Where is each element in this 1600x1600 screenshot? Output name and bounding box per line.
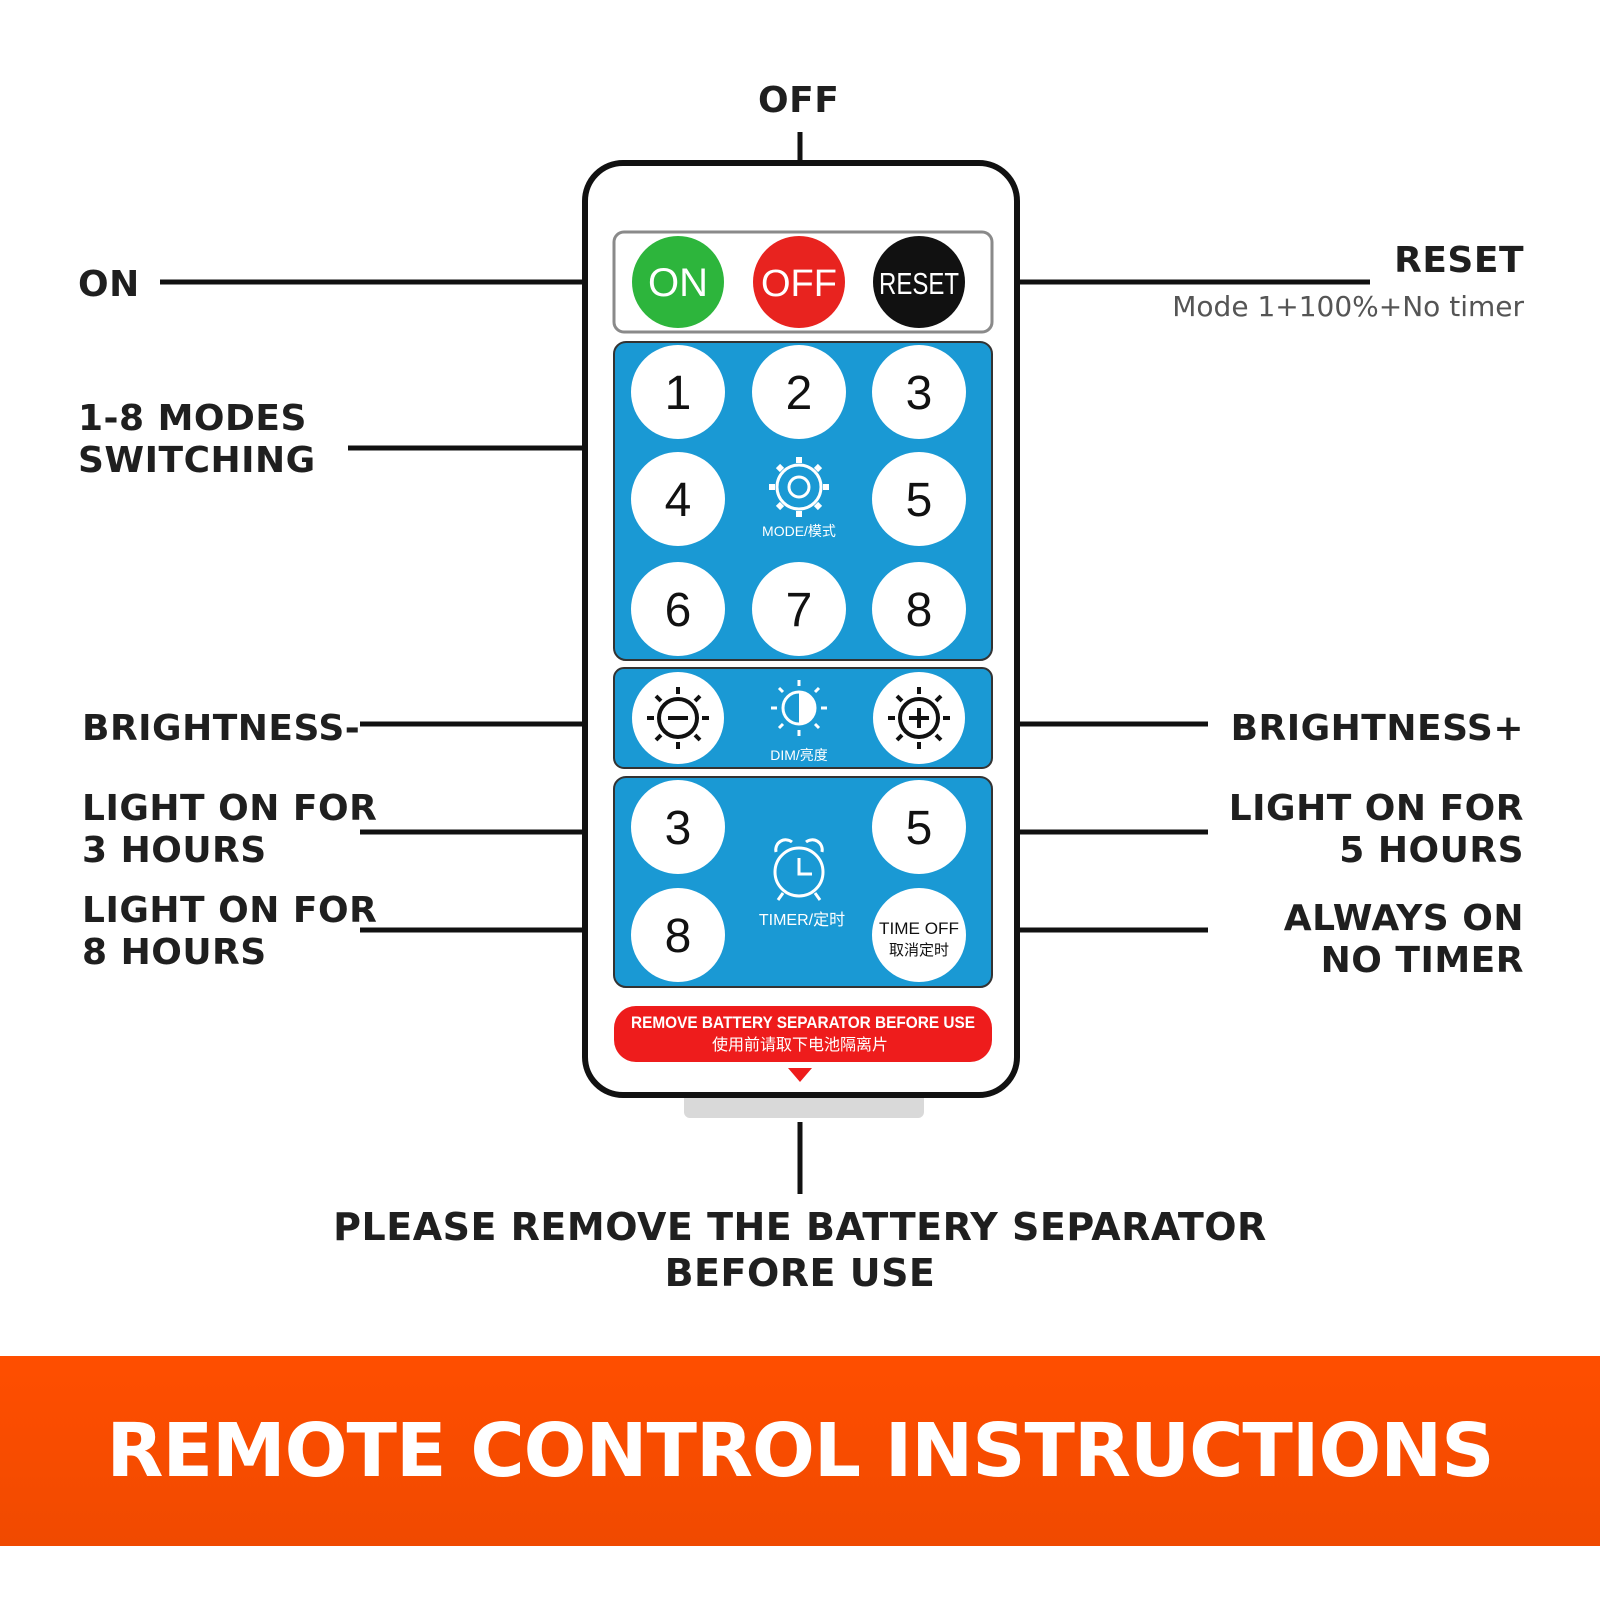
mode-button-7[interactable] [752,562,846,656]
label-separator-line2: BEFORE USE [664,1251,936,1295]
on-button[interactable]: ON [632,236,724,328]
label-light3-line1: LIGHT ON FOR [82,788,378,829]
mode-label-1: 1 [665,367,692,420]
mode-button-6[interactable] [631,562,725,656]
on-button-label: ON [648,261,708,305]
brightness-icon [771,680,827,736]
reset-button-label: RESET [879,266,959,301]
mode-label-2: 2 [786,367,813,420]
separator-warning [614,1006,992,1062]
label-always-on-line1: ALWAYS ON [1283,898,1524,939]
label-light8-line2: 8 HOURS [82,932,267,973]
alarm-clock-icon [773,838,825,901]
label-always-on-line2: NO TIMER [1320,940,1524,981]
label-off: OFF [758,80,840,121]
mode-label-8: 8 [906,584,933,637]
separator-warning-text: REMOVE BATTERY SEPARATOR BEFORE USE [631,1013,975,1032]
footer-title: REMOTE CONTROL INSTRUCTIONS [106,1408,1494,1494]
label-reset: RESET [1394,240,1524,281]
dim-caption: DIM/亮度 [770,747,828,763]
mode-caption: MODE/模式 [762,523,836,539]
timer-8-button[interactable]: 8 [631,888,725,982]
mode-button-1[interactable] [631,345,725,439]
brightness-minus-button[interactable] [632,672,724,764]
time-off-label-cn: 取消定时 [889,942,949,959]
label-brightness-minus: BRIGHTNESS- [82,708,361,749]
mode-button-4[interactable] [631,452,725,546]
gear-icon [769,457,829,517]
mode-buttons [631,345,966,656]
brightness-plus-icon [888,687,950,749]
mode-label-6: 6 [665,584,692,637]
time-off-button[interactable]: TIME OFF 取消定时 [872,888,966,982]
label-light5-line1: LIGHT ON FOR [1228,788,1524,829]
time-off-label: TIME OFF [879,919,959,938]
timer-5-label: 5 [906,802,933,855]
label-modes-line2: SWITCHING [78,440,316,481]
label-always-on: ALWAYS ON NO TIMER [1284,898,1524,982]
label-light8: LIGHT ON FOR 8 HOURS [82,890,377,974]
timer-3-label: 3 [665,802,692,855]
footer-banner [0,1356,1600,1546]
timer-8-label: 8 [665,910,692,963]
off-button[interactable]: OFF [753,236,845,328]
mode-button-5[interactable] [872,452,966,546]
label-modes-line1: 1-8 MODES [78,398,307,439]
timer-5-button[interactable]: 5 [872,780,966,874]
mode-label-7: 7 [786,584,813,637]
off-button-label: OFF [761,263,837,305]
mode-label-5: 5 [906,474,933,527]
label-separator-line1: PLEASE REMOVE THE BATTERY SEPARATOR [333,1205,1267,1249]
label-light3: LIGHT ON FOR 3 HOURS [82,788,377,872]
label-light5: LIGHT ON FOR 5 HOURS [1229,788,1524,872]
label-separator-note: PLEASE REMOVE THE BATTERY SEPARATOR BEFO… [0,1204,1600,1296]
label-light5-line2: 5 HOURS [1339,830,1524,871]
mode-button-3[interactable] [872,345,966,439]
brightness-plus-button[interactable] [873,672,965,764]
label-on: ON [78,264,140,305]
separator-warning-text-cn: 使用前请取下电池隔离片 [712,1036,888,1054]
label-light3-line2: 3 HOURS [82,830,267,871]
label-modes: 1-8 MODES SWITCHING [78,398,316,482]
mode-label-4: 4 [665,474,692,527]
label-reset-sub: Mode 1+100%+No timer [1172,290,1524,323]
timer-caption: TIMER/定时 [759,911,845,929]
mode-button-8[interactable] [872,562,966,656]
brightness-minus-icon [647,687,709,749]
label-light8-line1: LIGHT ON FOR [82,890,378,931]
reset-button[interactable]: RESET [873,236,965,328]
arrow-down-icon [788,1068,812,1082]
timer-3-button[interactable]: 3 [631,780,725,874]
mode-label-3: 3 [906,367,933,420]
mode-button-2[interactable] [752,345,846,439]
label-brightness-plus: BRIGHTNESS+ [1230,708,1524,749]
